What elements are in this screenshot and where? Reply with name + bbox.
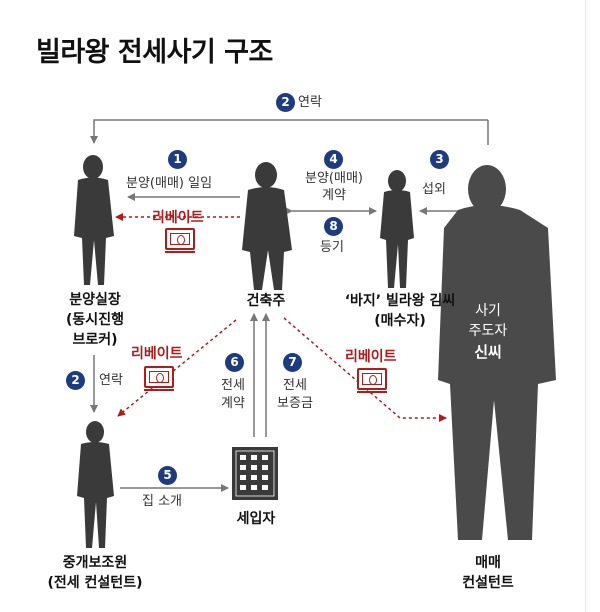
arrow-contact-top: [90, 119, 488, 144]
actor-broker-assistant-line2: (전세 컨설턴트): [47, 575, 143, 591]
step-label-8: 등기: [320, 240, 344, 255]
mastermind-name: 신씨: [474, 343, 502, 361]
person-silhouette-broker-assistant: [77, 421, 114, 548]
person-silhouette-buyer: [380, 170, 414, 288]
step-badge-8: 8: [324, 217, 343, 236]
arrow-rebate-2: [117, 319, 237, 417]
step-badge-1: 1: [168, 150, 187, 169]
step-badge-3: 3: [430, 150, 449, 169]
actor-trade-consultant-line2: 컨설턴트: [462, 575, 514, 591]
actor-sales-manager-line3: 브로커): [72, 332, 118, 348]
step-badge-4: 4: [324, 150, 343, 169]
actor-trade-consultant-line1: 매매: [475, 555, 501, 571]
actor-buyer-line2: (매수자): [374, 313, 426, 329]
actor-sales-manager-line1: 분양실장: [69, 292, 121, 308]
step-badge-6: 6: [225, 353, 244, 372]
actor-builder: 건축주: [246, 293, 286, 309]
step-label-3: 섭외: [422, 182, 446, 197]
actor-tenant: 세입자: [236, 511, 276, 527]
person-silhouette-sales-manager: [74, 155, 114, 285]
step-badge-7: 7: [283, 353, 302, 372]
actor-broker-assistant-line1: 중개보조원: [62, 555, 128, 571]
step-badge-2-top: 2: [276, 93, 295, 112]
step-badge-2-left: 2: [66, 371, 85, 390]
step-label-6-line2: 계약: [221, 396, 245, 411]
mastermind-label-line2: 주도자: [468, 323, 508, 339]
step-label-5: 집 소개: [142, 494, 183, 509]
step-badge-5: 5: [158, 466, 177, 485]
rebate-label-3: 리베이트: [345, 349, 397, 365]
person-silhouette-mastermind: [438, 165, 556, 540]
step-label-1: 분양(매매) 일임: [126, 176, 213, 191]
person-silhouette-builder: [242, 162, 292, 290]
step-label-2-top: 연락: [298, 95, 322, 110]
step-label-7-line1: 전세: [283, 378, 307, 393]
step-label-4-line2: 계약: [322, 188, 346, 203]
step-label-4-line1: 분양(매매): [305, 171, 363, 186]
money-bill-icon: [357, 368, 387, 393]
rebate-label-2: 리베이트: [131, 346, 183, 362]
step-label-2-left: 연락: [99, 373, 123, 388]
page-edge-line: [585, 0, 586, 612]
actor-buyer-line1: ‘바지’ 빌라왕 김씨: [344, 293, 456, 309]
diagram-title: 빌라왕 전세사기 구조: [36, 37, 273, 68]
actor-sales-manager-line2: (동시진행: [66, 312, 124, 328]
rebate-label-1: 리베이트: [152, 210, 204, 226]
step-label-7-line2: 보증금: [277, 396, 313, 411]
mastermind-label-line1: 사기: [475, 303, 501, 319]
money-bill-icon: [144, 366, 174, 391]
money-bill-icon: [165, 228, 195, 253]
building-icon: [232, 447, 278, 500]
step-label-6-line1: 전세: [221, 378, 245, 393]
